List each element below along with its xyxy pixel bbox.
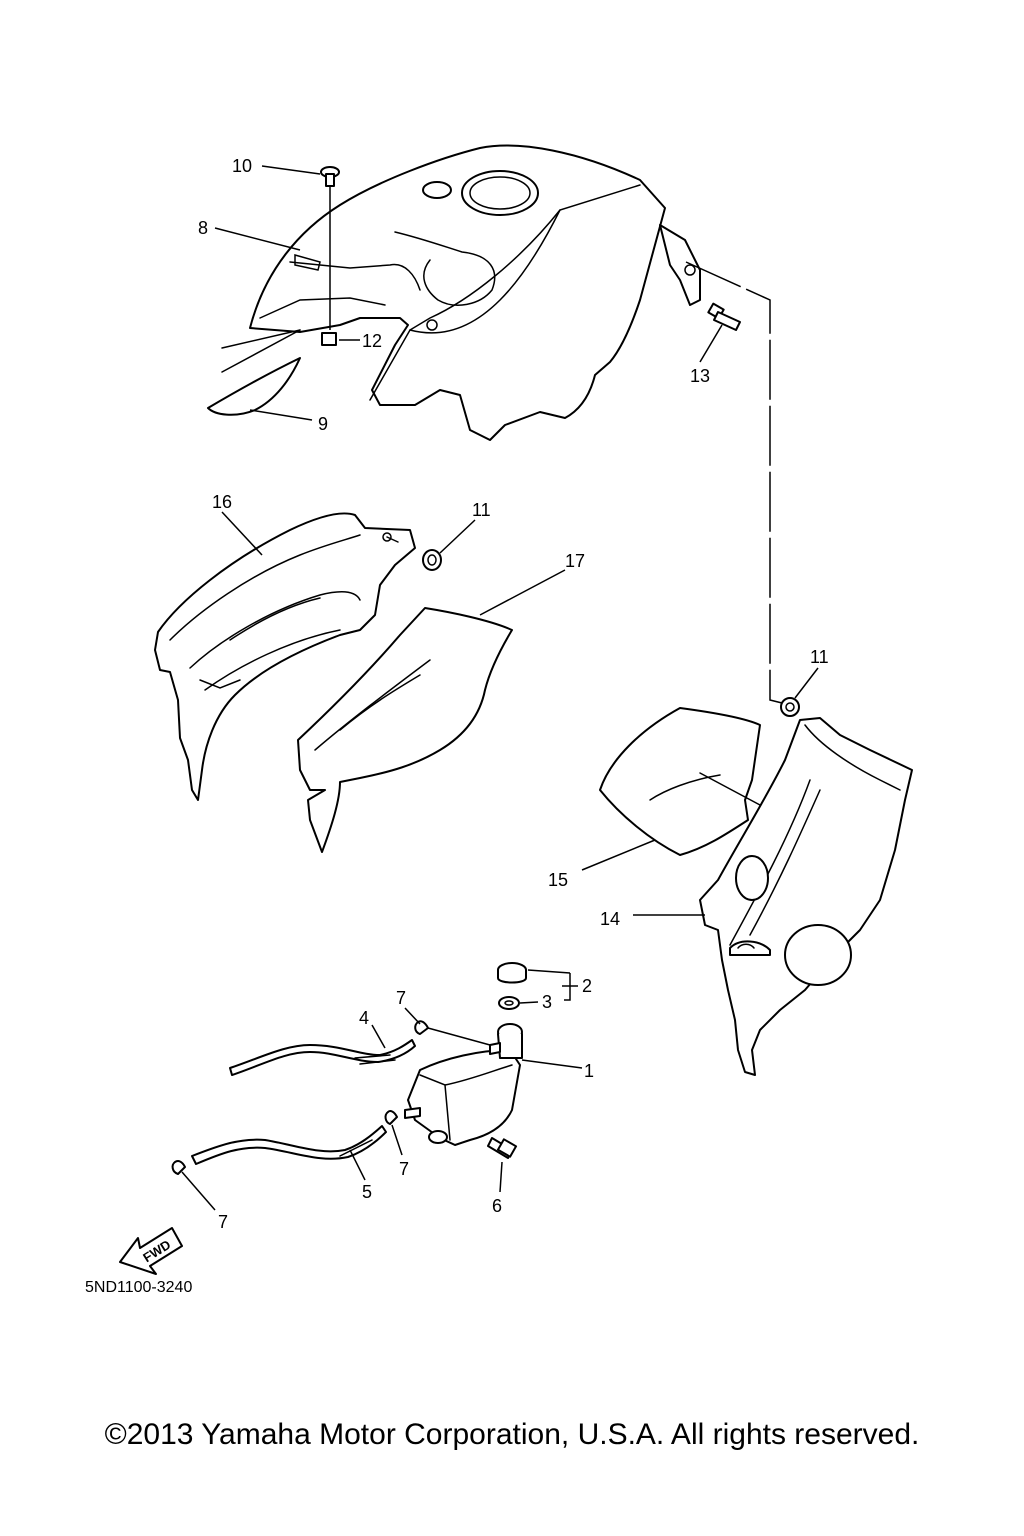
part-16-left-side-cover [154,512,416,801]
part-8-top-cover [249,144,701,441]
part-6-bolt [487,1137,518,1159]
callout-16: 16 [212,492,232,512]
part-7-clamp-upper [414,1020,429,1035]
part-4-hose [229,1039,416,1076]
callout-7-upper: 7 [396,988,406,1008]
callout-1: 1 [584,1061,594,1081]
leader-lines [181,165,819,1211]
callout-10: 10 [232,156,252,176]
callout-5: 5 [362,1182,372,1202]
assembly-line [685,261,791,706]
part-7-clamp-lower [171,1160,186,1175]
callout-2: 2 [582,976,592,996]
part-5-hose [191,1125,387,1165]
part-11-grommet-upper [422,549,442,571]
callout-7-middle: 7 [399,1159,409,1179]
part-10-screw [320,166,340,330]
callout-7-lower: 7 [218,1212,228,1232]
callout-6: 6 [492,1196,502,1216]
part-1-reservoir-tank [404,1023,523,1146]
callout-numbers: 10 8 12 9 13 16 11 17 11 15 14 2 3 7 4 1… [198,156,829,1232]
part-13-bolt [707,302,741,331]
part-15-right-panel [599,707,761,856]
callout-9: 9 [318,414,328,434]
copyright-notice: ©2013 Yamaha Motor Corporation, U.S.A. A… [104,1418,920,1451]
drawing-code: 5ND1100-3240 [85,1279,192,1296]
callout-13: 13 [690,366,710,386]
callout-15: 15 [548,870,568,890]
exploded-parts-diagram: FWD 10 8 12 9 13 16 11 17 11 [85,144,913,1296]
part-14-right-side-cover [699,717,913,1076]
part-3-washer [498,996,520,1010]
part-12-nut [321,332,337,346]
callout-12: 12 [362,331,382,351]
part-7-clamp-middle [384,1110,398,1125]
fwd-arrow-icon: FWD [119,1227,183,1275]
callout-17: 17 [565,551,585,571]
part-11-grommet-lower [780,697,800,717]
part-9-emblem [207,329,301,416]
callout-3: 3 [542,992,552,1012]
callout-11-lower: 11 [810,647,829,667]
callout-8: 8 [198,218,208,238]
callout-14: 14 [600,909,620,929]
callout-4: 4 [359,1008,369,1028]
part-17-left-panel [297,607,513,853]
callout-11-upper: 11 [472,500,491,520]
part-2-cap [497,962,527,984]
